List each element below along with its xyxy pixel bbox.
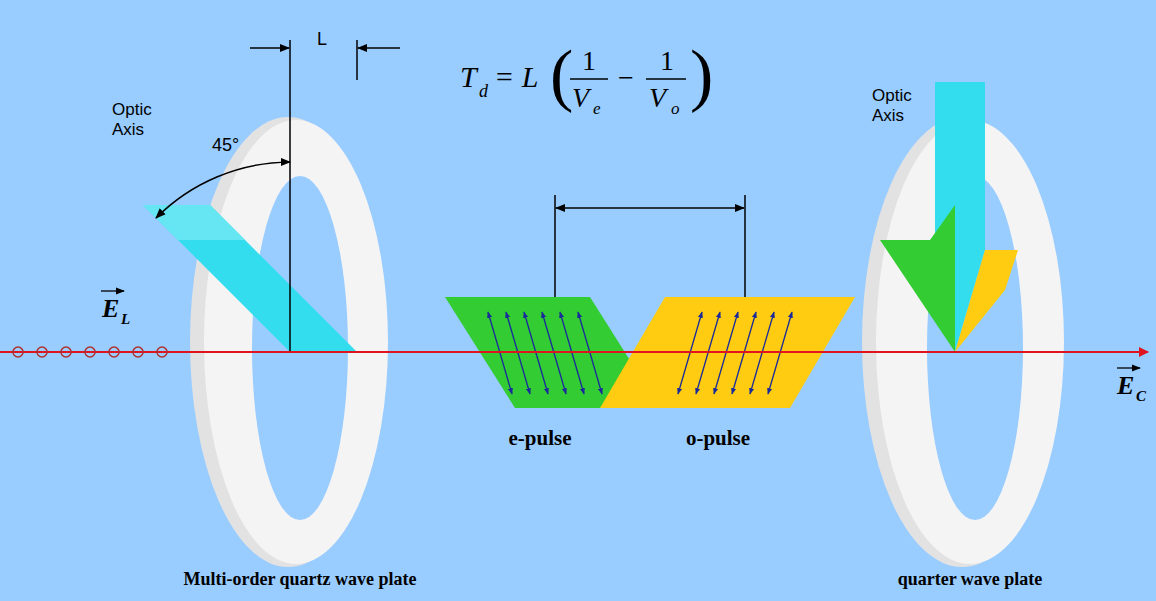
node-label: Multi-order quartz wave plate <box>183 570 416 588</box>
wave-plate: quarter wave plate <box>898 570 1043 588</box>
polarization-dot <box>13 347 23 357</box>
formula-paren: ) <box>690 40 713 110</box>
polarization-dot <box>157 347 167 357</box>
formula-paren: ( <box>550 40 573 110</box>
quarter-wave-plate-ring <box>862 117 1064 567</box>
dimension-lines <box>156 40 400 352</box>
optic-axis-label: Optic Axis <box>112 100 174 139</box>
node-label: quarter wave plate <box>898 570 1043 588</box>
formula-symbol: V <box>572 84 589 112</box>
formula-subscript: o <box>671 100 680 117</box>
polarization-dot <box>109 347 119 357</box>
laser-beam <box>0 351 1148 353</box>
field-subscript: L <box>121 312 130 327</box>
formula-numerator: 1 <box>582 47 596 75</box>
formula-numerator: 1 <box>660 47 674 75</box>
angle-label: 45° <box>212 136 239 154</box>
node-label: o-pulse <box>686 428 750 449</box>
polarization-dot <box>37 347 47 357</box>
optic-axis-label: Optic Axis <box>872 86 932 125</box>
pulse: e-pulse <box>509 428 572 449</box>
formula-symbol: = L <box>494 62 538 92</box>
wave-plate: Multi-order quartz wave plate <box>183 570 416 588</box>
polarization-dot <box>85 347 95 357</box>
field-symbol: E <box>102 296 119 322</box>
formula-symbol: V <box>649 84 666 112</box>
polarization-dot <box>61 347 71 357</box>
polarization-dot <box>133 347 143 357</box>
polarization-dots <box>13 347 167 357</box>
dimension-label: L <box>317 30 327 48</box>
formula-operator: − <box>618 64 634 92</box>
field-symbol: E <box>1117 373 1134 399</box>
formula-symbol: T <box>460 62 477 92</box>
field-subscript: C <box>1136 389 1146 404</box>
formula-subscript: e <box>593 100 601 117</box>
node-label: e-pulse <box>509 428 572 449</box>
vector-arrows <box>101 291 1140 368</box>
optic-axis-crystal <box>143 205 357 352</box>
pulse: o-pulse <box>686 428 750 449</box>
formula-subscript: d <box>479 82 488 100</box>
